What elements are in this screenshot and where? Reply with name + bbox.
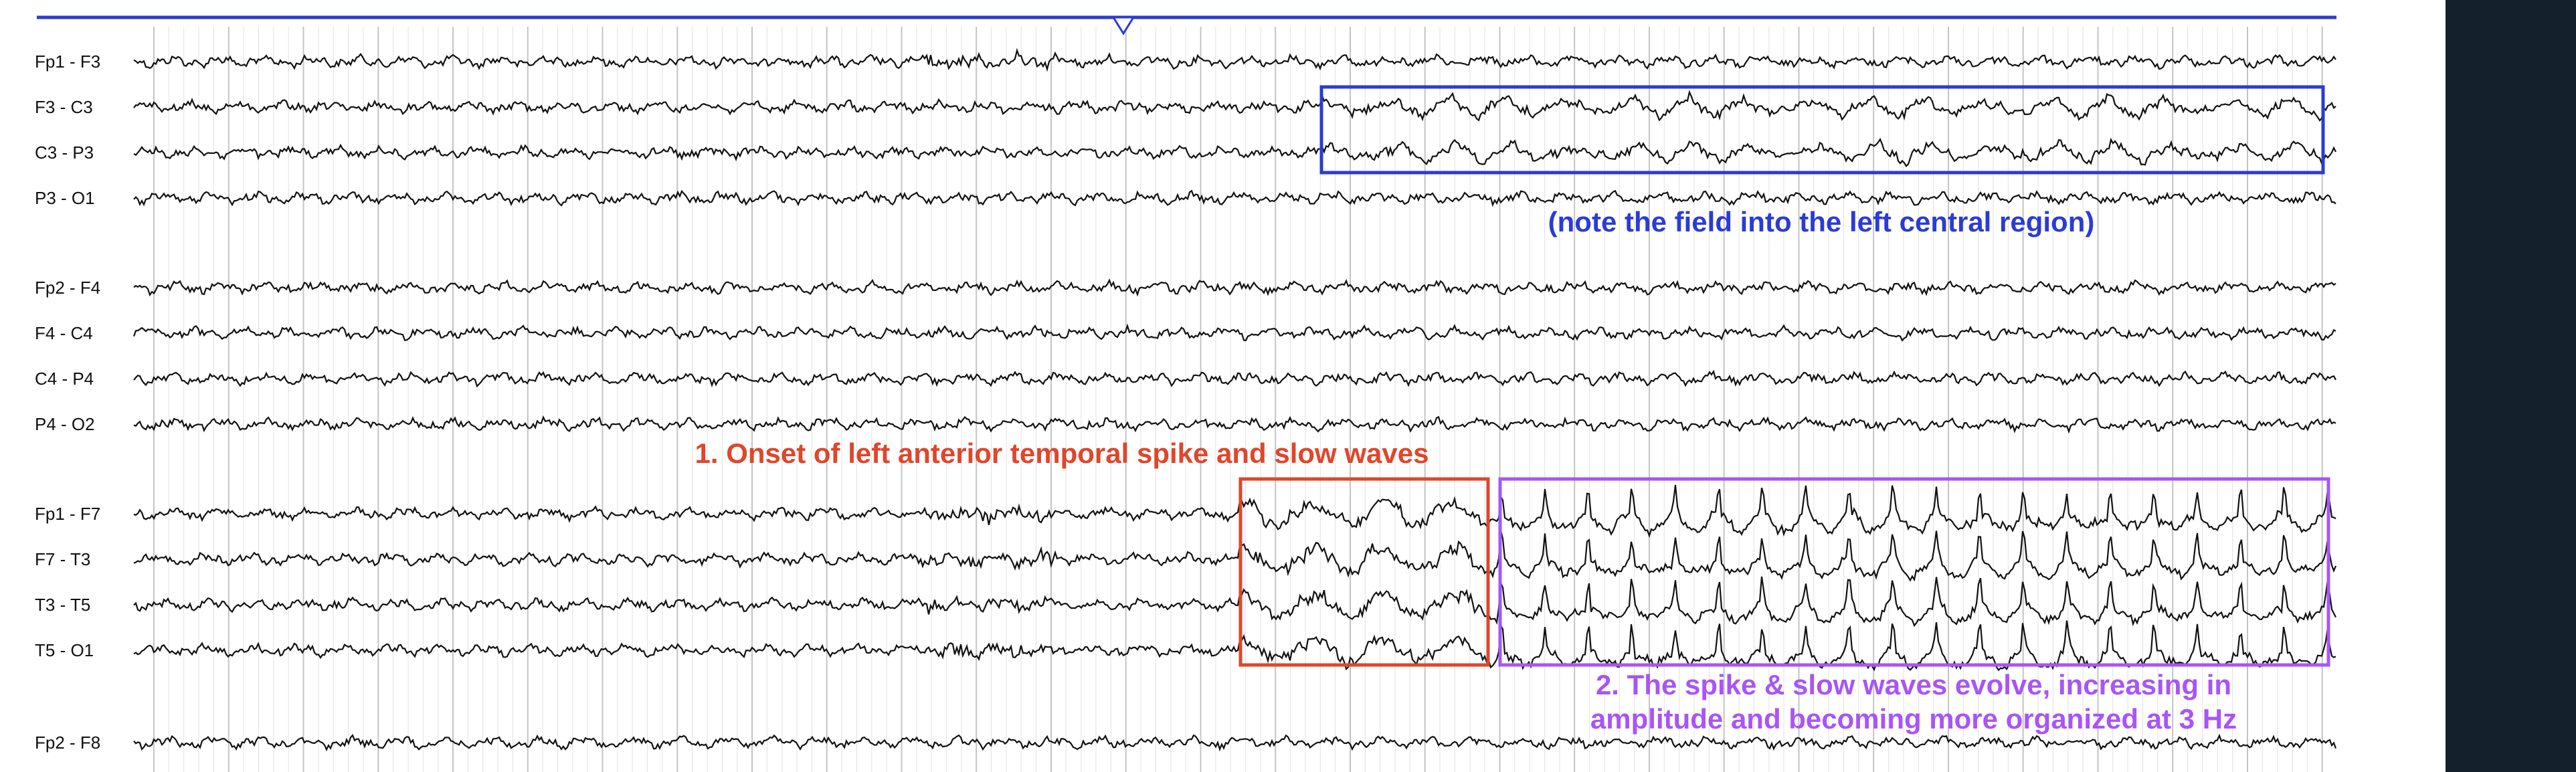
timeline-marker-icon[interactable] — [1111, 16, 1135, 35]
eeg-trace — [133, 415, 2336, 434]
channel-label: P4 - O2 — [35, 414, 95, 434]
channel-label: C4 - P4 — [35, 369, 94, 389]
channel-label: T3 - T5 — [35, 595, 90, 615]
channel-label: Fp2 - F8 — [35, 733, 100, 753]
purple-highlight-box — [1498, 477, 2330, 667]
eeg-trace — [133, 137, 2336, 167]
channel-label: Fp1 - F7 — [35, 504, 100, 524]
eeg-trace — [133, 47, 2336, 72]
blue-highlight-box — [1319, 85, 2325, 175]
eeg-trace — [133, 484, 2336, 539]
eeg-trace — [133, 369, 2336, 388]
eeg-trace — [133, 576, 2336, 628]
eeg-trace — [133, 90, 2336, 122]
evolve-annotation-line2: amplitude and becoming more organized at… — [1590, 703, 2237, 735]
red-highlight-box — [1238, 477, 1490, 667]
channel-label: Fp1 - F3 — [35, 52, 100, 72]
eeg-trace — [133, 530, 2337, 582]
channel-label: F3 - C3 — [35, 97, 93, 117]
channel-labels: Fp1 - F3 F3 - C3 C3 - P3 P3 - O1 Fp2 - F4 F4 … — [35, 52, 100, 753]
time-grid — [153, 27, 2323, 772]
eeg-traces — [132, 47, 2337, 752]
side-panel — [2446, 0, 2576, 772]
channel-label: C3 - P3 — [35, 142, 94, 163]
eeg-trace — [133, 278, 2336, 297]
eeg-trace — [133, 620, 2336, 672]
channel-label: Fp2 - F4 — [35, 278, 100, 298]
evolve-annotation-line1: 2. The spike & slow waves evolve, increa… — [1596, 669, 2231, 700]
channel-label: P3 - O1 — [35, 188, 95, 208]
channel-label: F7 - T3 — [35, 549, 90, 569]
eeg-trace — [133, 189, 2336, 207]
channel-label: F4 - C4 — [35, 323, 93, 343]
eeg-trace — [132, 323, 2336, 342]
onset-annotation: 1. Onset of left anterior temporal spike… — [695, 438, 1429, 469]
channel-label: T5 - O1 — [35, 640, 94, 660]
blue-annotation: (note the field into the left central re… — [1548, 206, 2095, 237]
eeg-trace — [133, 733, 2337, 752]
